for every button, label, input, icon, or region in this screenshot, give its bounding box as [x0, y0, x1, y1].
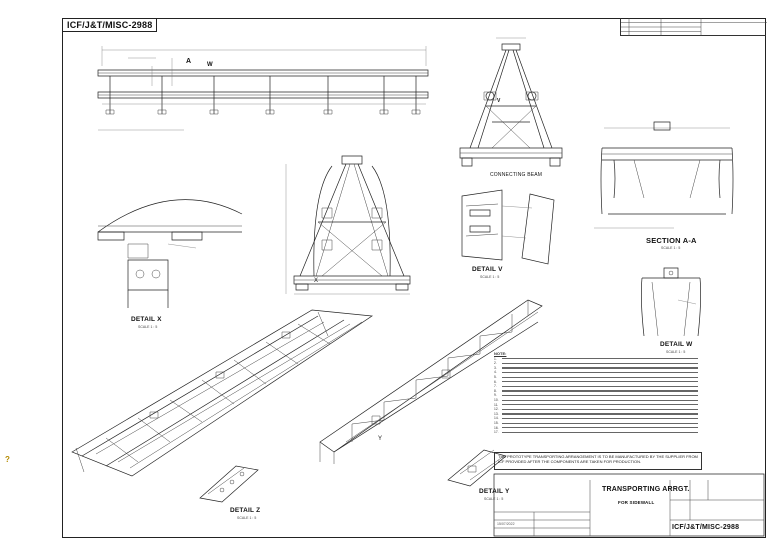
note-line: 17. — [494, 430, 698, 435]
title-block-drawing-number: ICF/J&T/MISC-2988 — [672, 524, 740, 531]
end-view — [282, 152, 422, 296]
detail-y-view — [444, 444, 510, 488]
detail-w-title: DETAIL W — [660, 341, 693, 348]
title-block-date: 15/07/2022 — [497, 522, 515, 526]
section-aa-view — [594, 118, 740, 236]
note-number: 16. — [494, 425, 499, 430]
detail-w-scale: SCALE 1 : 5 — [666, 350, 686, 354]
connecting-beam-label: CONNECTING BEAM — [490, 172, 543, 178]
note-line: 9. — [494, 393, 698, 398]
connecting-beam-view — [456, 36, 566, 170]
note-text-illegible — [502, 404, 698, 406]
detail-marker-v: V — [497, 98, 501, 104]
note-number: 9. — [494, 393, 497, 398]
note-number: 17. — [494, 430, 499, 435]
revision-grid — [621, 18, 767, 36]
note-number: 14. — [494, 416, 499, 421]
section-aa-title: SECTION A-A — [646, 236, 697, 245]
title-block-title: TRANSPORTING ARRGT. — [602, 486, 690, 493]
detail-w-view — [636, 260, 706, 340]
note-line: 6. — [494, 380, 698, 385]
detail-y-scale: SCALE 1 : 5 — [484, 497, 504, 501]
note-line: 8. — [494, 389, 698, 394]
section-aa-scale: SCALE 1 : 5 — [661, 246, 681, 250]
detail-v-title: DETAIL V — [472, 266, 503, 273]
note-text-illegible — [502, 362, 698, 364]
note-text-illegible — [502, 358, 698, 360]
note-number: 5. — [494, 374, 497, 379]
note-number: 3. — [494, 365, 497, 370]
notes-box: THE PROTOTYPE TRANSPORTING ARRANGEMENT I… — [494, 452, 702, 470]
question-mark: ? — [5, 455, 10, 464]
note-text-illegible — [502, 371, 698, 374]
note-text-illegible — [502, 367, 698, 369]
note-line: 10. — [494, 398, 698, 403]
note-number: 12. — [494, 407, 499, 412]
note-line: 16. — [494, 426, 698, 431]
detail-x-view — [92, 184, 248, 312]
main-elevation-view — [88, 44, 440, 140]
note-line: 12. — [494, 407, 698, 412]
note-line: 4. — [494, 370, 698, 375]
detail-x-title: DETAIL X — [131, 316, 162, 323]
note-number: 10. — [494, 397, 499, 402]
note-text-illegible — [502, 385, 698, 387]
note-number: 6. — [494, 379, 497, 384]
notes-lines: 1.2.3.4.5.6.7.8.9.10.11.12.13.14.15.16.1… — [494, 357, 698, 435]
isometric-view-right — [312, 292, 548, 468]
note-text-illegible — [502, 399, 698, 401]
note-text-illegible — [502, 381, 698, 383]
note-text-illegible — [502, 413, 698, 415]
note-number: 13. — [494, 411, 499, 416]
note-line: 1. — [494, 357, 698, 362]
title-block-grid — [494, 474, 764, 536]
note-line: 7. — [494, 384, 698, 389]
detail-z-view — [196, 460, 262, 506]
note-line: 5. — [494, 375, 698, 380]
note-number: 7. — [494, 384, 497, 389]
section-marker-a: A — [186, 58, 192, 65]
detail-z-title: DETAIL Z — [230, 507, 261, 514]
note-text-illegible — [502, 408, 698, 410]
drawing-number-top: ICF/J&T/MISC-2988 — [63, 19, 158, 32]
detail-x-scale: SCALE 1 : 5 — [138, 325, 158, 329]
note-line: 3. — [494, 366, 698, 371]
note-text-illegible — [502, 427, 698, 429]
note-line: 15. — [494, 421, 698, 426]
note-number: 15. — [494, 420, 499, 425]
note-text-illegible — [502, 431, 698, 433]
notes-heading: NOTE: — [494, 351, 507, 356]
detail-marker-x: X — [314, 278, 319, 284]
detail-v-view — [452, 186, 560, 264]
note-line: 14. — [494, 416, 698, 421]
note-text-illegible — [502, 394, 698, 397]
note-text-illegible — [502, 422, 698, 424]
note-line: 2. — [494, 361, 698, 366]
note-text-illegible — [502, 390, 698, 392]
note-number: 2. — [494, 361, 497, 366]
note-number: 1. — [494, 356, 497, 361]
note-line: 13. — [494, 412, 698, 417]
note-number: 8. — [494, 388, 497, 393]
note-text-illegible — [502, 376, 698, 378]
note-text-illegible — [502, 417, 698, 420]
detail-v-scale: SCALE 1 : 5 — [480, 275, 500, 279]
note-number: 4. — [494, 370, 497, 375]
isometric-view-left — [66, 296, 382, 484]
note-line: 11. — [494, 403, 698, 408]
detail-marker-w: W — [207, 62, 213, 68]
detail-marker-y: Y — [378, 436, 383, 442]
notes-block: NOTE: 1.2.3.4.5.6.7.8.9.10.11.12.13.14.1… — [494, 351, 698, 435]
title-block: TRANSPORTING ARRGT. FOR SIDEWALL 15/07/2… — [494, 474, 764, 536]
title-block-subtitle: FOR SIDEWALL — [618, 500, 655, 505]
detail-z-scale: SCALE 1 : 5 — [237, 516, 257, 520]
revision-table — [620, 18, 766, 36]
note-number: 11. — [494, 402, 499, 407]
